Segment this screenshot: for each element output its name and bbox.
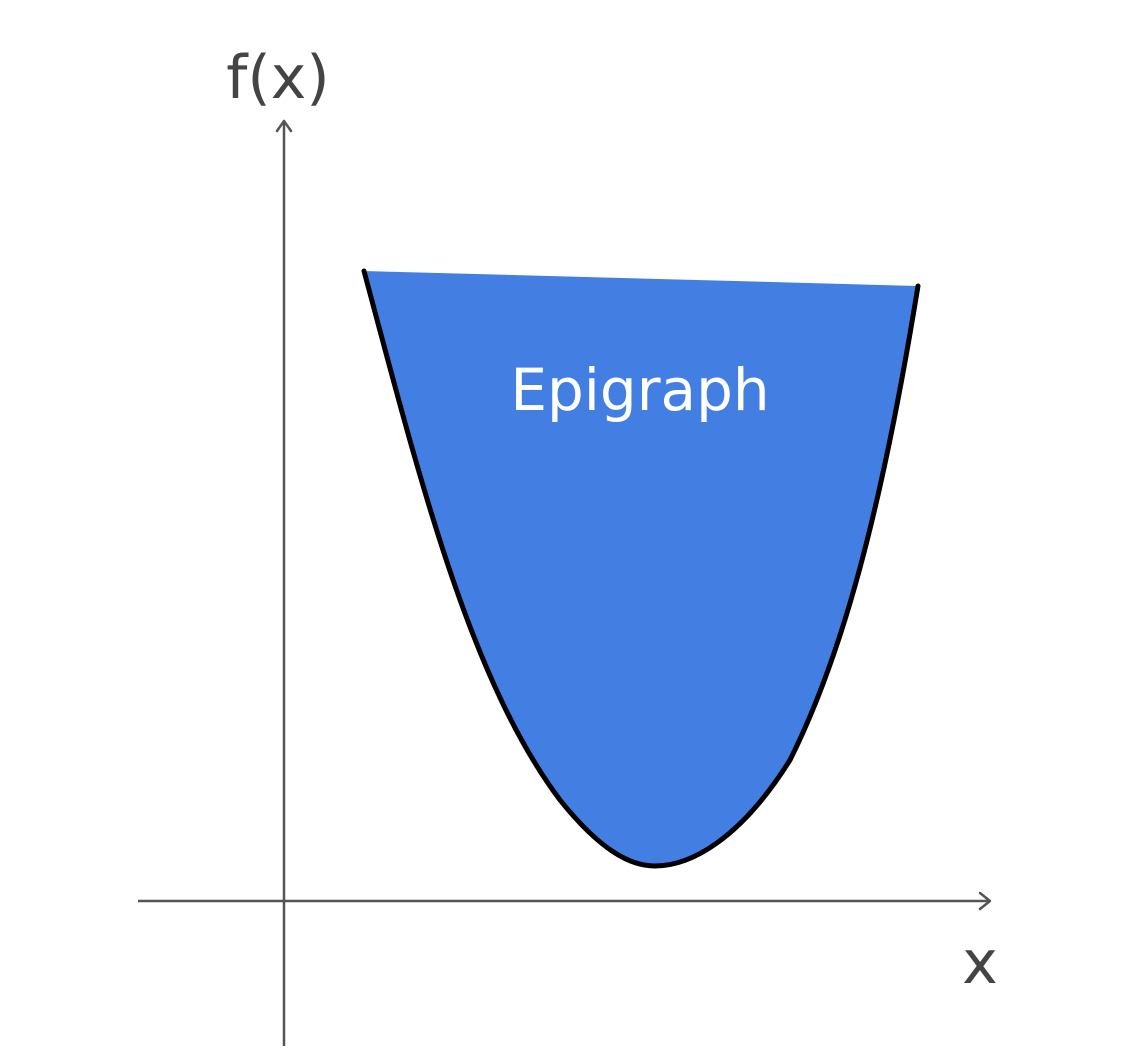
y-axis-label: f(x) [226,43,329,113]
x-axis-arrow-icon [978,891,992,911]
epigraph-label: Epigraph [510,356,769,424]
x-axis-label: x [962,928,998,998]
function-curve [361,268,921,869]
epigraph-region [364,271,918,866]
y-axis-arrow-icon [275,119,293,133]
